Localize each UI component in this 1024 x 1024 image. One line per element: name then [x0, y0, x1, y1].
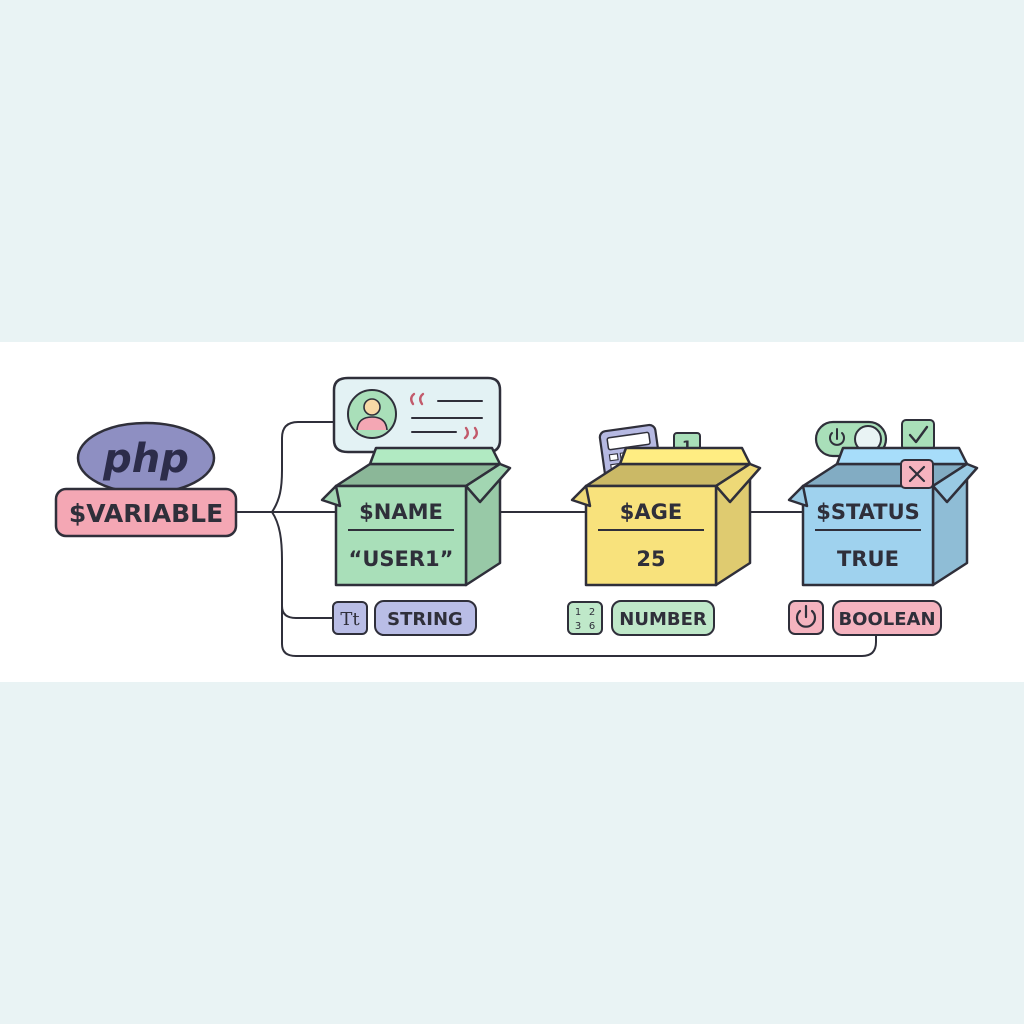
box-right-flap: [464, 462, 512, 504]
text-type-icon-label: Tt: [340, 609, 360, 630]
variable-boxes: $NAME “USER1” $AGE 25 $STATUS TRUE: [320, 446, 979, 587]
text-type-icon: Tt: [332, 601, 368, 635]
grid-digit-4: 6: [589, 621, 595, 632]
box-variable-name: $AGE: [620, 500, 682, 524]
quote-icon: [410, 392, 478, 440]
type-row-string: Tt STRING: [332, 600, 477, 636]
cross-icon: [900, 459, 934, 489]
php-logo: php: [76, 421, 216, 495]
box-front: [801, 484, 935, 587]
box-variable-name: $NAME: [359, 500, 443, 524]
variable-tag: $VARIABLE: [54, 487, 238, 538]
php-logo-text: php: [102, 436, 189, 482]
box-front: [584, 484, 718, 587]
grid-digit-1: 1: [575, 607, 581, 618]
type-row-number: 1 2 3 6 NUMBER: [567, 600, 715, 636]
box-back-flap: [618, 446, 752, 466]
boolean-type-label: BOOLEAN: [838, 609, 935, 630]
power-icon: [788, 600, 824, 635]
box-variable-value: “USER1”: [349, 547, 454, 571]
variable-box-1: $NAME “USER1”: [320, 446, 512, 587]
grid-digit-2: 2: [589, 607, 595, 618]
variable-tag-label: $VARIABLE: [69, 499, 223, 528]
number-type-label: NUMBER: [619, 609, 707, 630]
box-back-flap: [368, 446, 502, 466]
box-right-flap: [931, 462, 979, 504]
box-variable-value: 25: [636, 547, 665, 571]
box-left-flap: [320, 484, 342, 508]
type-row-boolean: BOOLEAN: [788, 600, 942, 636]
grid-digit-3: 3: [575, 621, 581, 632]
check-icon: [901, 419, 935, 451]
number-grid-icon: 1 2 3 6: [567, 601, 603, 635]
box-left-flap: [787, 484, 809, 508]
box-variable-value: TRUE: [837, 547, 899, 571]
box-right-flap: [714, 462, 762, 504]
box-variable-name: $STATUS: [816, 500, 920, 524]
box-left-flap: [570, 484, 592, 508]
user-avatar-icon: [347, 389, 397, 439]
toggle-icon: [814, 420, 888, 458]
box-front: [334, 484, 468, 587]
variable-box-3: $STATUS TRUE: [787, 446, 979, 587]
variable-box-2: $AGE 25: [570, 446, 762, 587]
string-type-label: STRING: [387, 609, 463, 630]
connector-lines: [235, 421, 877, 657]
text-lines-icon: [411, 400, 483, 433]
